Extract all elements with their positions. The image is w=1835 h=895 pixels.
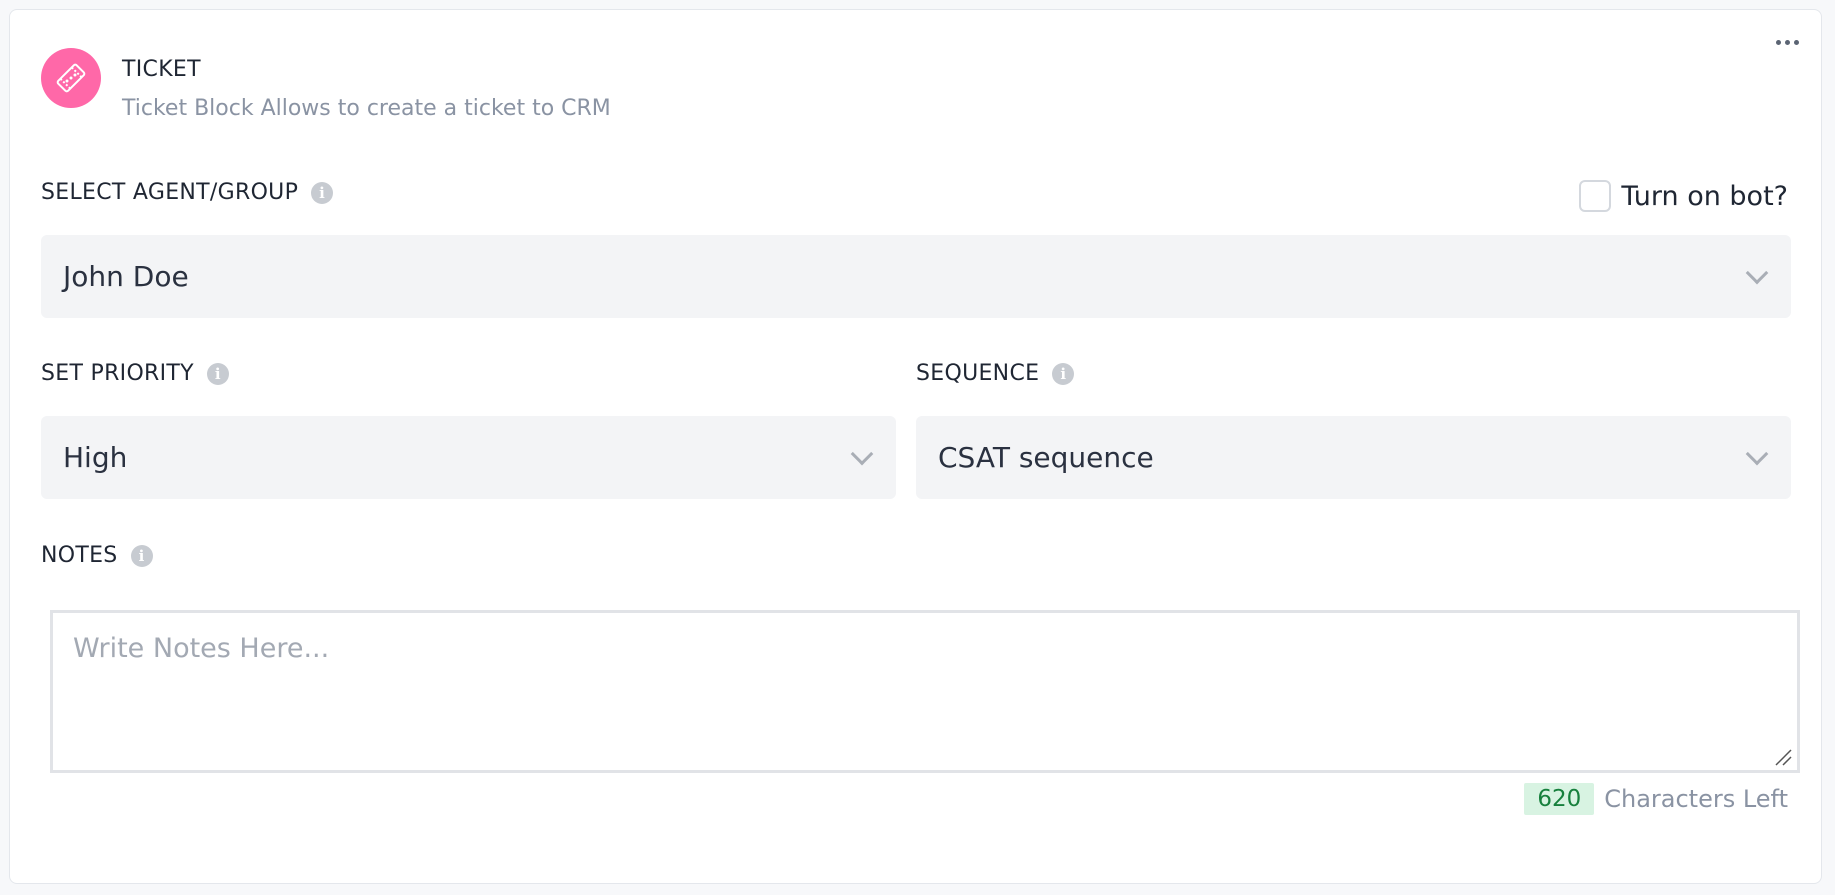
characters-left-indicator: 620 Characters Left: [1524, 783, 1788, 815]
dot-icon: [1785, 40, 1790, 45]
info-icon[interactable]: i: [130, 544, 153, 567]
ticket-block-card: TICKET Ticket Block Allows to create a t…: [9, 9, 1822, 884]
notes-textarea[interactable]: [50, 610, 1800, 773]
chevron-down-icon: [1745, 261, 1769, 284]
priority-label: SET PRIORITY: [41, 361, 194, 386]
block-title: TICKET: [122, 57, 201, 82]
info-icon[interactable]: i: [311, 181, 334, 204]
notes-label: NOTES: [41, 543, 118, 568]
chevron-down-icon: [850, 442, 874, 465]
resize-handle-icon[interactable]: [1774, 748, 1792, 766]
agent-group-select[interactable]: John Doe: [41, 235, 1791, 318]
sequence-select[interactable]: CSAT sequence: [916, 416, 1791, 499]
more-options-button[interactable]: [1776, 40, 1799, 45]
ticket-icon: [41, 48, 101, 108]
agent-group-label: SELECT AGENT/GROUP: [41, 180, 299, 205]
priority-select[interactable]: High: [41, 416, 896, 499]
agent-group-label-row: SELECT AGENT/GROUP i: [41, 180, 334, 205]
turn-on-bot-label: Turn on bot?: [1621, 180, 1788, 212]
sequence-label: SEQUENCE: [916, 361, 1040, 386]
priority-label-row: SET PRIORITY i: [41, 361, 229, 386]
info-icon[interactable]: i: [1052, 362, 1075, 385]
sequence-label-row: SEQUENCE i: [916, 361, 1075, 386]
characters-left-label: Characters Left: [1604, 785, 1788, 813]
priority-value: High: [63, 441, 128, 474]
dot-icon: [1776, 40, 1781, 45]
notes-label-row: NOTES i: [41, 543, 153, 568]
block-header: TICKET Ticket Block Allows to create a t…: [41, 48, 611, 121]
characters-left-count: 620: [1524, 783, 1595, 815]
chevron-down-icon: [1745, 442, 1769, 465]
sequence-value: CSAT sequence: [938, 441, 1154, 474]
info-icon[interactable]: i: [206, 362, 229, 385]
turn-on-bot-toggle[interactable]: Turn on bot?: [1579, 180, 1788, 212]
turn-on-bot-checkbox[interactable]: [1579, 180, 1612, 212]
dot-icon: [1794, 40, 1799, 45]
block-description: Ticket Block Allows to create a ticket t…: [122, 96, 611, 121]
agent-group-value: John Doe: [63, 260, 189, 293]
